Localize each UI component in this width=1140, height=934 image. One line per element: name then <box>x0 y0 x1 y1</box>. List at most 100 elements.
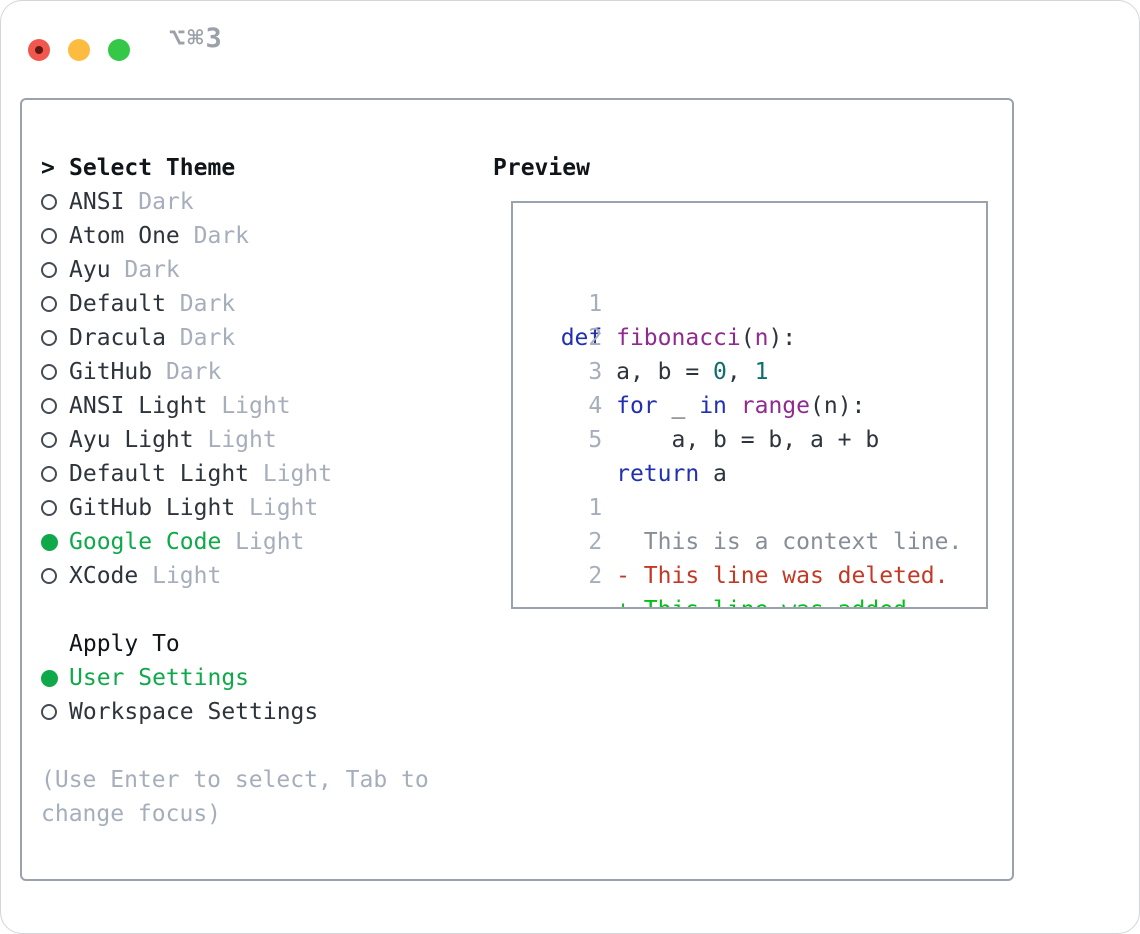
apply-to-option-label: Workspace Settings <box>69 699 319 725</box>
theme-option[interactable]: Default Light Light <box>41 457 493 491</box>
code-segment: , <box>726 359 755 385</box>
spacer <box>41 593 493 627</box>
radio-icon <box>41 262 57 278</box>
apply-to-option[interactable]: Workspace Settings <box>41 695 493 729</box>
code-segment: fibonacci <box>616 325 741 351</box>
window-title: ⌥⌘3 <box>169 23 224 54</box>
theme-name: Atom One <box>69 223 180 249</box>
code-line: 2 + This line was added. <box>533 525 986 607</box>
radio-icon <box>41 568 57 584</box>
code-preview-box: 1 def fibonacci(n): 2 a, b = 0, 1 3 for … <box>511 201 988 609</box>
theme-dialog-panel: > Select Theme ANSI Dark Atom One Dark A… <box>20 98 1014 881</box>
apply-to-header: Apply To <box>41 627 493 661</box>
code-segment: ( <box>740 325 755 351</box>
theme-variant: Light <box>262 461 333 487</box>
code-segment: n <box>754 325 769 351</box>
theme-option[interactable]: Google Code Light <box>41 525 493 559</box>
radio-icon <box>41 500 57 516</box>
theme-name: ANSI Light <box>69 393 208 419</box>
theme-option[interactable]: GitHub Dark <box>41 355 493 389</box>
code-segment: ): <box>768 325 797 351</box>
theme-name: ANSI <box>69 189 125 215</box>
code-segment: return <box>616 461 700 487</box>
traffic-light-zoom-button[interactable] <box>108 38 130 61</box>
line-number: 3 <box>588 359 603 385</box>
preview-header: Preview <box>493 151 998 185</box>
unsaved-changes-dot-icon <box>35 45 43 54</box>
code-line: 3 for _ in range(n): <box>533 321 986 419</box>
radio-icon <box>41 432 57 448</box>
theme-option[interactable]: Ayu Light Light <box>41 423 493 457</box>
code-segment: range <box>740 393 810 419</box>
code-segment: (n): <box>810 393 866 419</box>
code-segment: a, b = <box>560 359 714 385</box>
theme-option[interactable]: ANSI Dark <box>41 185 493 219</box>
theme-variant: Dark <box>138 189 194 215</box>
radio-icon <box>41 398 57 414</box>
code-segment: + This line was added. <box>561 597 921 607</box>
theme-variant: Light <box>249 495 319 521</box>
theme-variant: Dark <box>179 325 236 351</box>
theme-option[interactable]: Dracula Dark <box>41 321 493 355</box>
keyboard-hint: (Use Enter to select, Tab to change focu… <box>41 767 429 827</box>
code-segment: in <box>699 393 727 419</box>
code-segment: a, b = b, a + b <box>560 427 880 453</box>
line-number: 1 <box>588 291 603 317</box>
select-theme-header: > Select Theme <box>41 151 493 185</box>
apply-to-list: User Settings Workspace Settings <box>41 661 493 729</box>
traffic-light-minimize-button[interactable] <box>68 38 90 61</box>
theme-variant: Dark <box>124 257 180 283</box>
line-number: 2 <box>588 529 603 555</box>
code-line: 1 This is a context line. <box>533 457 986 555</box>
radio-icon <box>41 228 57 244</box>
preview-column: Preview 1 def fibonacci(n): 2 a, b = 0, … <box>493 151 998 609</box>
theme-name: Default <box>69 291 166 317</box>
radio-icon <box>41 194 57 210</box>
theme-name: XCode <box>69 563 139 589</box>
theme-option[interactable]: Ayu Dark <box>41 253 493 287</box>
focus-marker-icon: > <box>41 155 55 181</box>
theme-name: GitHub <box>69 359 153 385</box>
code-line: 4 a, b = b, a + b <box>533 355 986 453</box>
theme-list: ANSI Dark Atom One Dark Ayu Dark Default… <box>41 185 493 593</box>
titlebar: ⌥⌘3 <box>1 1 1139 98</box>
apply-to-option[interactable]: User Settings <box>41 661 493 695</box>
theme-option[interactable]: XCode Light <box>41 559 493 593</box>
line-number: 1 <box>588 495 603 521</box>
line-number: 2 <box>588 563 603 589</box>
radio-icon <box>41 364 57 380</box>
theme-variant: Dark <box>165 359 222 385</box>
code-segment: _ <box>657 393 700 419</box>
radio-icon <box>41 296 57 312</box>
theme-variant: Light <box>235 529 305 555</box>
apply-to-option-label: User Settings <box>69 665 250 691</box>
code-segment: 1 <box>754 359 769 385</box>
line-number: 5 <box>588 427 603 453</box>
theme-variant: Light <box>221 393 291 419</box>
theme-selector-column: > Select Theme ANSI Dark Atom One Dark A… <box>41 151 493 831</box>
theme-name: Ayu <box>69 257 111 283</box>
theme-option[interactable]: Default Dark <box>41 287 493 321</box>
theme-variant: Dark <box>179 291 236 317</box>
line-number: 2 <box>588 325 603 351</box>
radio-icon <box>41 330 57 346</box>
theme-name: Dracula <box>69 325 166 351</box>
code-segment: a <box>699 461 727 487</box>
theme-name: GitHub Light <box>69 495 236 521</box>
code-segment: def <box>560 325 603 351</box>
theme-option[interactable]: ANSI Light Light <box>41 389 493 423</box>
theme-variant: Light <box>207 427 277 453</box>
radio-icon <box>41 704 57 720</box>
theme-name: Ayu Light <box>69 427 194 453</box>
code-line: 2 - This line was deleted. <box>533 491 986 589</box>
theme-option[interactable]: GitHub Light Light <box>41 491 493 525</box>
apply-to-header-label: Apply To <box>69 631 180 657</box>
traffic-light-close-button[interactable] <box>28 38 50 61</box>
theme-variant: Light <box>152 563 222 589</box>
preview-header-label: Preview <box>493 155 590 181</box>
theme-option[interactable]: Atom One Dark <box>41 219 493 253</box>
radio-icon <box>41 533 58 551</box>
select-theme-header-label: Select Theme <box>69 155 236 181</box>
code-line: 5 return a <box>533 389 986 487</box>
